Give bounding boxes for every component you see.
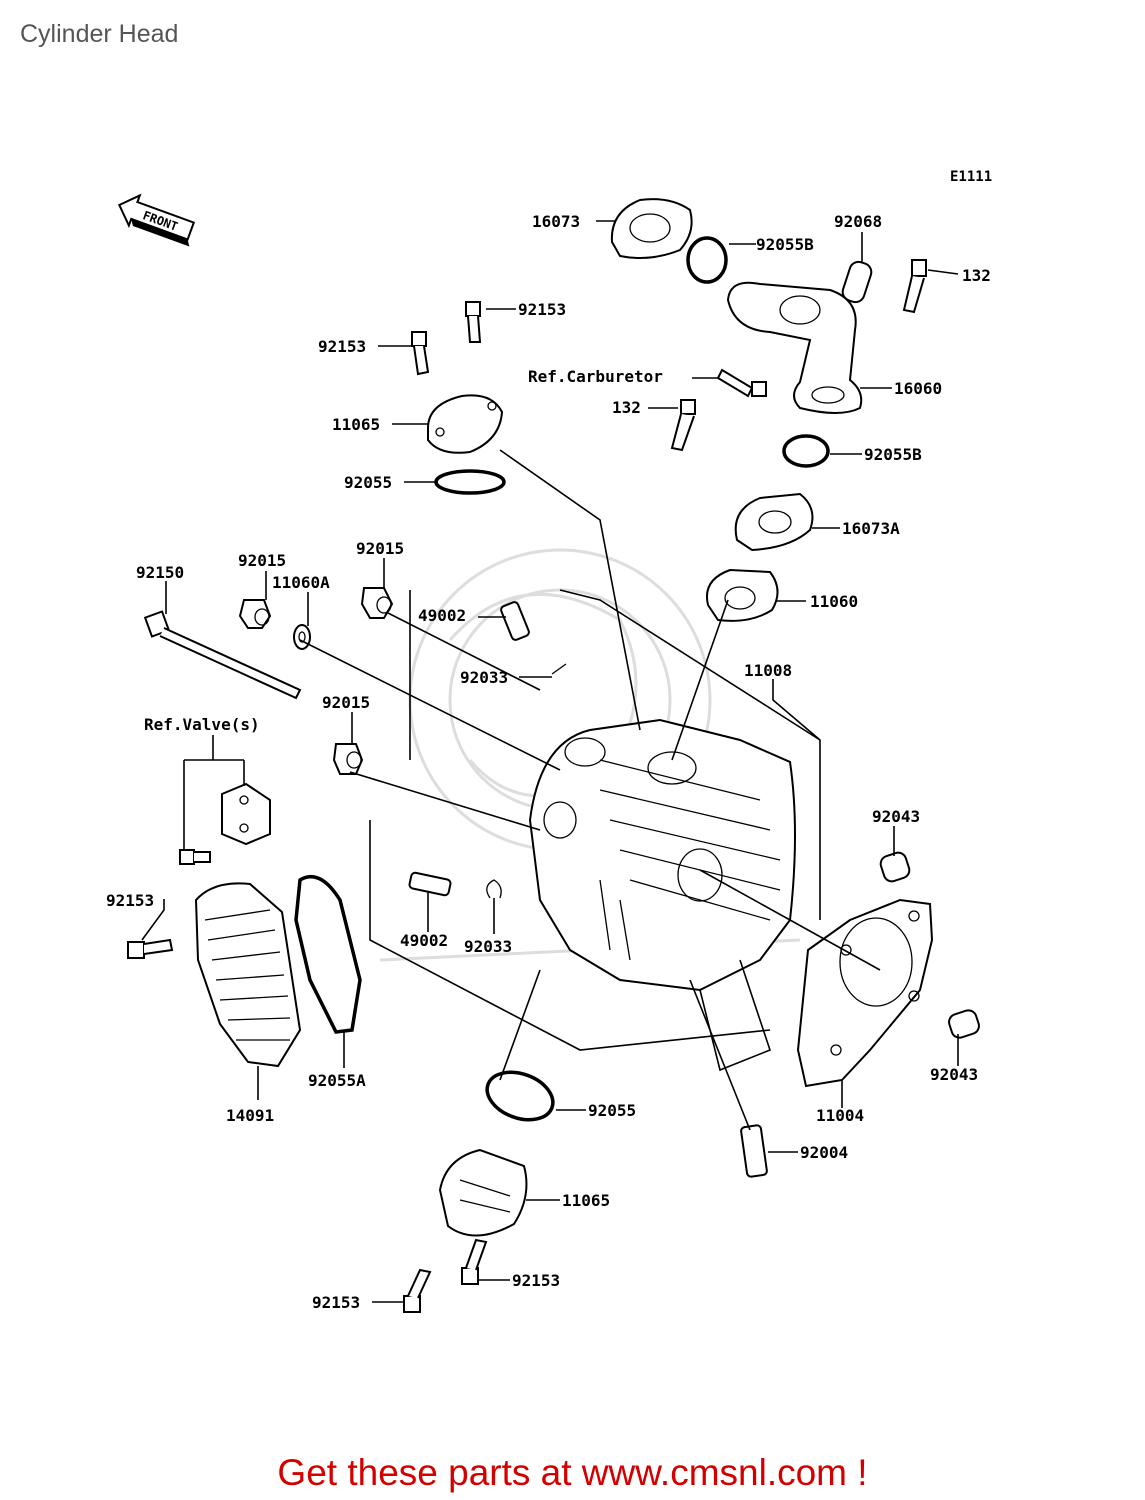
bolt-92153-mid — [127, 938, 174, 959]
diagram-code: E1111 — [950, 169, 992, 185]
stud-92004 — [740, 1124, 768, 1178]
footer-link-text[interactable]: Get these parts at www.cmsnl.com ! — [277, 1452, 868, 1493]
callout-ref-carburetor: Ref.Carburetor — [528, 367, 663, 386]
page-title: Cylinder Head — [20, 20, 179, 48]
callout-11060A: 11060A — [272, 573, 330, 592]
valve-bracket — [179, 782, 271, 865]
callout-92055A: 92055A — [308, 1071, 366, 1090]
callout-49002: 49002 — [418, 606, 466, 625]
collar-92068 — [841, 260, 873, 304]
callout-92015: 92015 — [238, 551, 286, 570]
bolt-92153-left — [411, 331, 430, 376]
callout-49002: 49002 — [400, 931, 448, 950]
callout-92015: 92015 — [322, 693, 370, 712]
dowel-pin-92043-top — [879, 851, 911, 883]
callout-92153: 92153 — [312, 1293, 360, 1312]
tappet-adjuster-49002-bottom — [408, 871, 452, 897]
head-gasket-11004 — [796, 898, 934, 1088]
callout-92043: 92043 — [872, 807, 920, 826]
callout-ref-valves: Ref.Valve(s) — [144, 715, 260, 734]
callout-92055B: 92055B — [864, 445, 922, 464]
intake-pipe-16060 — [726, 281, 863, 414]
gasket-92055A — [294, 875, 362, 1034]
cylinder-head-11008 — [528, 718, 796, 992]
callout-14091: 14091 — [226, 1106, 274, 1125]
callout-11065: 11065 — [562, 1191, 610, 1210]
clip-92033-bottom — [486, 879, 502, 899]
callout-92150: 92150 — [136, 563, 184, 582]
callout-11004: 11004 — [816, 1106, 864, 1125]
callout-132: 132 — [962, 266, 991, 285]
cap-11065-top — [427, 394, 504, 454]
callout-92043: 92043 — [930, 1065, 978, 1084]
gasket-11060 — [706, 568, 779, 622]
oring-92055-bottom — [485, 1070, 555, 1122]
nut-92015-c — [332, 743, 364, 775]
bolt-92153-bottom-right — [461, 1238, 488, 1285]
callout-92153: 92153 — [518, 300, 566, 319]
clip-92033-top — [551, 663, 567, 675]
head-cover-14091 — [194, 882, 302, 1068]
callout-92055: 92055 — [588, 1101, 636, 1120]
bolt-ref-carburetor — [716, 368, 767, 398]
dowel-pin-92043-bottom — [948, 1009, 980, 1039]
oring-92055B-upper — [686, 236, 728, 284]
callout-132: 132 — [612, 398, 641, 417]
leader-lines — [141, 220, 959, 1303]
oring-92055B-lower — [782, 434, 830, 468]
callout-92033: 92033 — [460, 668, 508, 687]
insulator-16073A — [734, 492, 814, 552]
bolt-132-upper — [902, 259, 927, 314]
cap-11065-bottom — [438, 1148, 528, 1237]
bolt-92153-top — [465, 301, 482, 343]
callout-16073A: 16073A — [842, 519, 900, 538]
tappet-adjuster-49002-top — [500, 601, 530, 641]
callout-92153: 92153 — [512, 1271, 560, 1290]
callout-labels: 16073 92055B 92068 132 92153 92153 Ref.C… — [106, 212, 991, 1312]
callout-11065: 11065 — [332, 415, 380, 434]
callout-92068: 92068 — [834, 212, 882, 231]
bolt-132-lower — [670, 399, 696, 452]
callout-92015: 92015 — [356, 539, 404, 558]
nut-92015-a — [238, 599, 272, 629]
front-arrow-icon: FRONT — [117, 193, 196, 247]
insulator-16073 — [610, 198, 693, 259]
oring-92055-top — [434, 469, 506, 495]
callout-92055: 92055 — [344, 473, 392, 492]
bolt-92153-bottom-left — [403, 1268, 432, 1313]
callout-92153: 92153 — [318, 337, 366, 356]
callout-92055B: 92055B — [756, 235, 814, 254]
callout-92033: 92033 — [464, 937, 512, 956]
washer-11060A — [293, 624, 311, 650]
stud-bolt-92150 — [143, 610, 302, 700]
callout-11008: 11008 — [744, 661, 792, 680]
callout-16073: 16073 — [532, 212, 580, 231]
callout-92004: 92004 — [800, 1143, 848, 1162]
callout-16060: 16060 — [894, 379, 942, 398]
callout-11060: 11060 — [810, 592, 858, 611]
callout-92153: 92153 — [106, 891, 154, 910]
